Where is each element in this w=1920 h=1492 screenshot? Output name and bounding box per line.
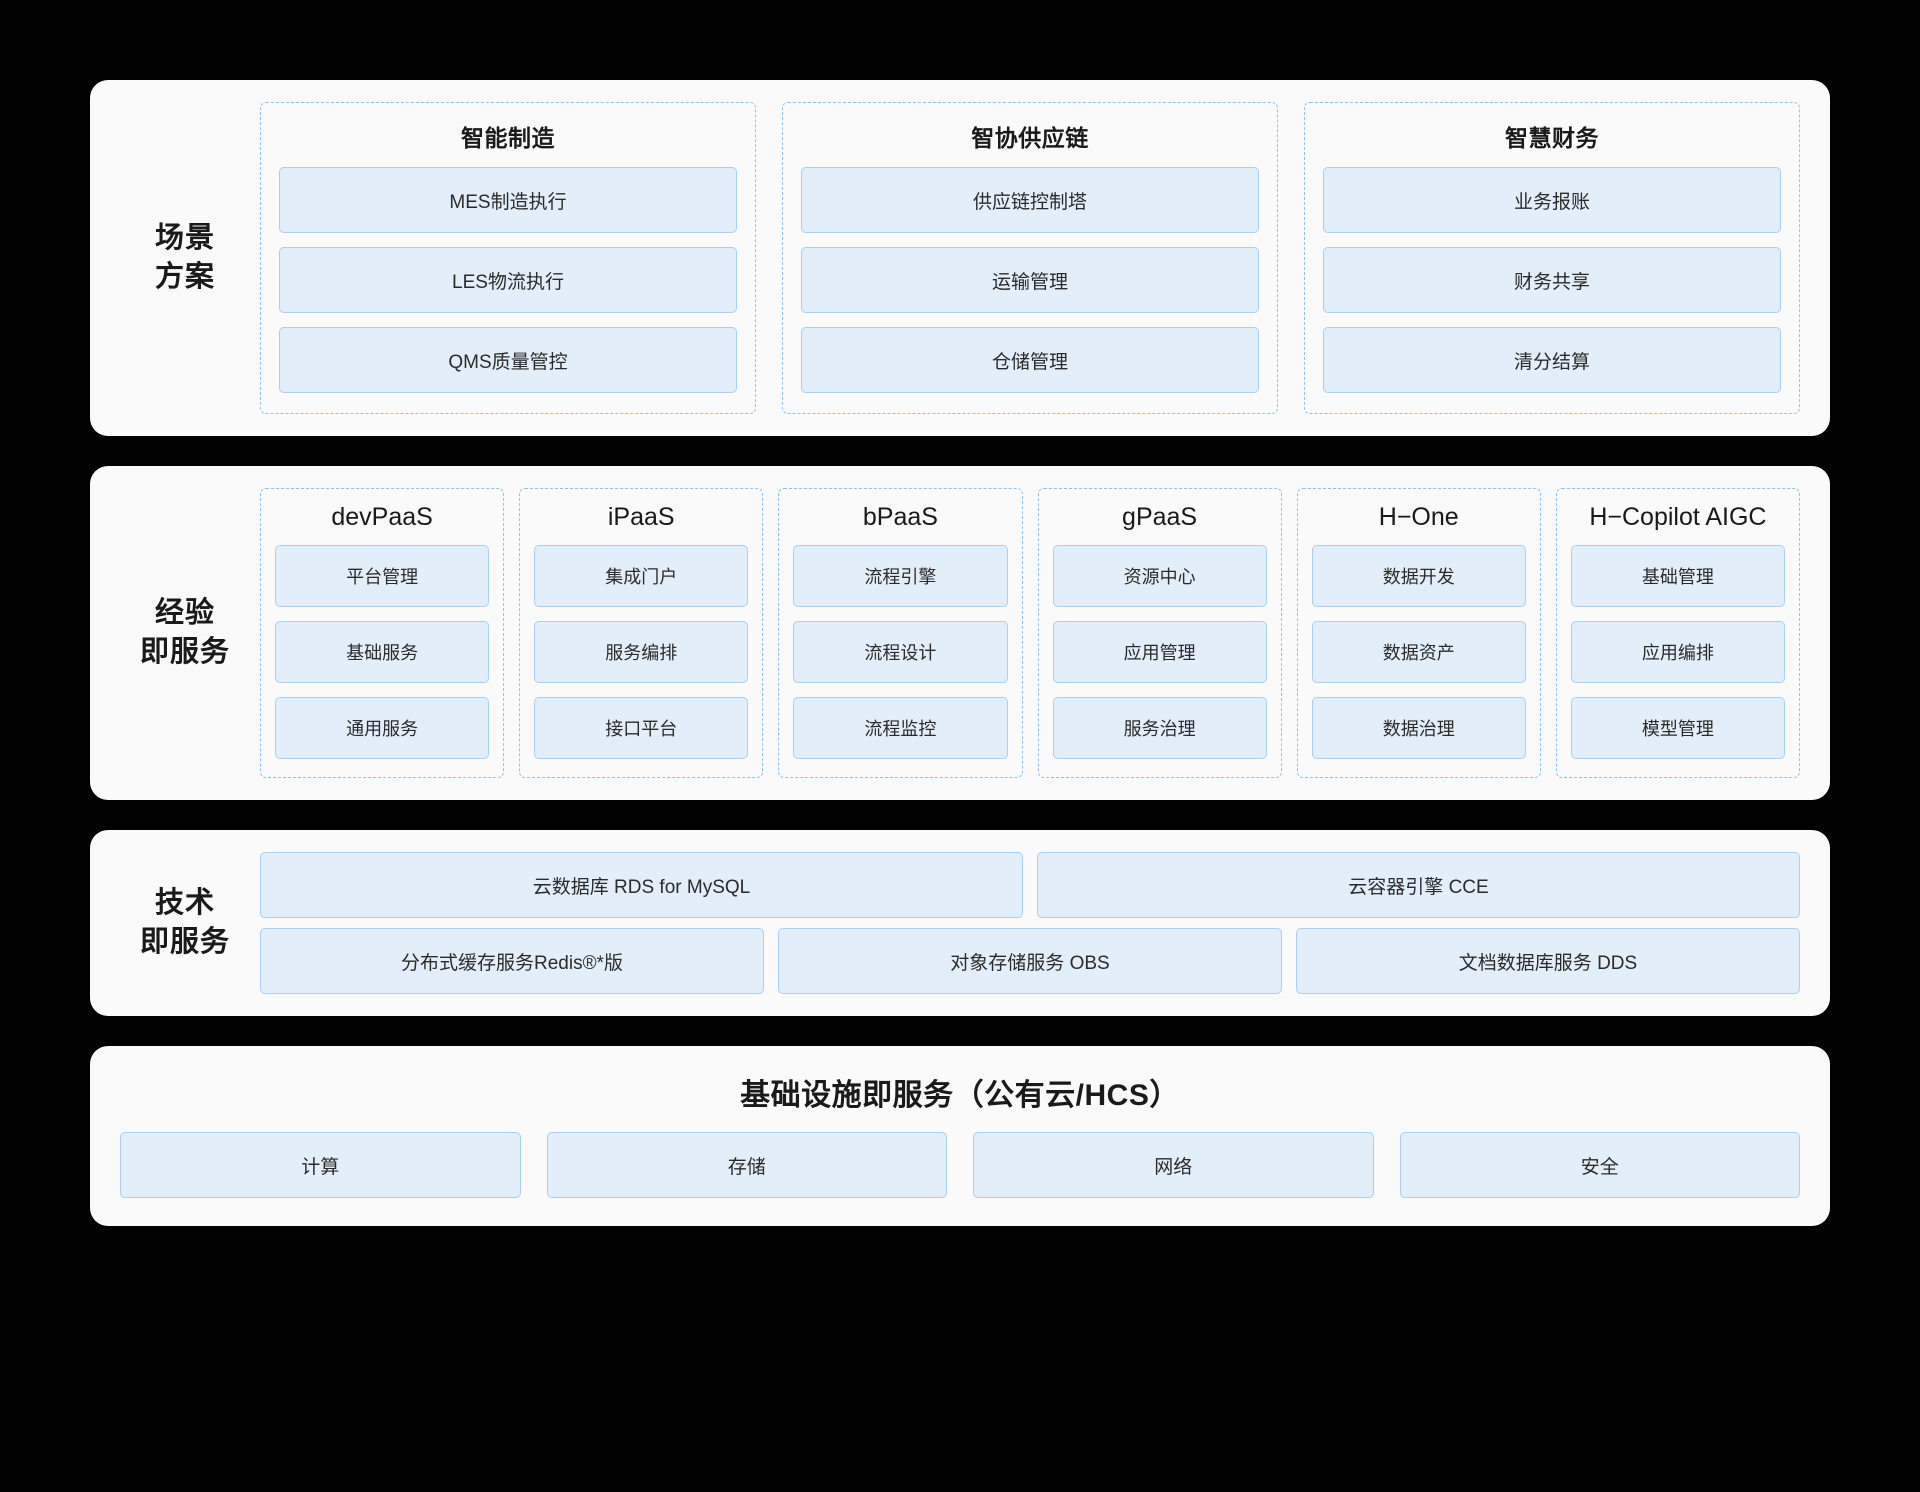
scenario-item[interactable]: 业务报账 [1323,167,1781,233]
technology-item[interactable]: 分布式缓存服务Redis®*版 [260,928,764,994]
group-title: gPaaS [1122,503,1198,531]
scenario-section-body: 智能制造 MES制造执行 LES物流执行 QMS质量管控 智协供应链 供应链控制… [260,102,1800,414]
scenario-columns: 智能制造 MES制造执行 LES物流执行 QMS质量管控 智协供应链 供应链控制… [260,102,1800,414]
paas-item[interactable]: 流程引擎 [793,545,1008,607]
paas-columns: devPaaS 平台管理 基础服务 通用服务 iPaaS 集成门户 服务编排 接… [260,488,1800,778]
scenario-section-label: 场景 方案 [154,221,215,293]
paas-item[interactable]: 服务编排 [534,621,749,683]
paas-group-h-one: H−One 数据开发 数据资产 数据治理 [1296,488,1541,778]
infrastructure-title: 基础设施即服务（公有云/HCS） [740,1079,1180,1112]
group-title: H−Copilot AIGC [1589,503,1767,531]
paas-item[interactable]: 模型管理 [1570,697,1785,759]
paas-item[interactable]: 通用服务 [275,697,490,759]
infrastructure-item[interactable]: 存储 [546,1132,947,1198]
paas-item[interactable]: 资源中心 [1052,545,1267,607]
scenario-item[interactable]: 仓储管理 [801,327,1259,393]
scenario-item[interactable]: 清分结算 [1323,327,1781,393]
paas-group-bpaas: bPaaS 流程引擎 流程设计 流程监控 [778,488,1023,778]
scenario-group-smart-manufacturing: 智能制造 MES制造执行 LES物流执行 QMS质量管控 [260,102,756,414]
infrastructure-section: 基础设施即服务（公有云/HCS） 计算 存储 网络 安全 [90,1046,1830,1226]
paas-item[interactable]: 数据资产 [1311,621,1526,683]
technology-item[interactable]: 对象存储服务 OBS [778,928,1282,994]
technology-row-2: 分布式缓存服务Redis®*版 对象存储服务 OBS 文档数据库服务 DDS [260,928,1800,994]
paas-group-h-copilot-aigc: H−Copilot AIGC 基础管理 应用编排 模型管理 [1555,488,1800,778]
paas-item[interactable]: 应用管理 [1052,621,1267,683]
paas-item[interactable]: 流程监控 [793,697,1008,759]
infrastructure-item[interactable]: 安全 [1399,1132,1800,1198]
paas-item[interactable]: 流程设计 [793,621,1008,683]
paas-group-ipaas: iPaaS 集成门户 服务编排 接口平台 [519,488,764,778]
technology-section-body: 云数据库 RDS for MySQL 云容器引擎 CCE 分布式缓存服务Redi… [260,852,1800,994]
scenario-item[interactable]: 供应链控制塔 [801,167,1259,233]
scenario-group-supply-chain: 智协供应链 供应链控制塔 运输管理 仓储管理 [782,102,1278,414]
experience-section-body: devPaaS 平台管理 基础服务 通用服务 iPaaS 集成门户 服务编排 接… [260,488,1800,778]
scenario-group-smart-finance: 智慧财务 业务报账 财务共享 清分结算 [1304,102,1800,414]
infrastructure-item[interactable]: 网络 [973,1132,1374,1198]
technology-rows: 云数据库 RDS for MySQL 云容器引擎 CCE 分布式缓存服务Redi… [260,852,1800,994]
scenario-item[interactable]: MES制造执行 [279,167,737,233]
paas-item[interactable]: 数据治理 [1311,697,1526,759]
group-title: H−One [1378,503,1459,531]
group-title: 智能制造 [461,125,555,151]
group-title: 智协供应链 [971,125,1089,151]
scenario-item[interactable]: 运输管理 [801,247,1259,313]
paas-item[interactable]: 集成门户 [534,545,749,607]
technology-row-1: 云数据库 RDS for MySQL 云容器引擎 CCE [260,852,1800,918]
technology-section: 技术 即服务 云数据库 RDS for MySQL 云容器引擎 CCE 分布式缓… [90,830,1830,1016]
paas-item[interactable]: 接口平台 [534,697,749,759]
experience-section-label: 经验 即服务 [139,596,230,668]
paas-item[interactable]: 服务治理 [1052,697,1267,759]
experience-section: 经验 即服务 devPaaS 平台管理 基础服务 通用服务 iPaaS 集成门户… [90,466,1830,800]
technology-item[interactable]: 云容器引擎 CCE [1037,852,1800,918]
paas-item[interactable]: 平台管理 [275,545,490,607]
paas-group-devpaas: devPaaS 平台管理 基础服务 通用服务 [260,488,505,778]
infrastructure-item[interactable]: 计算 [120,1132,521,1198]
paas-item[interactable]: 数据开发 [1311,545,1526,607]
paas-item[interactable]: 基础服务 [275,621,490,683]
scenario-item[interactable]: QMS质量管控 [279,327,737,393]
scenario-item[interactable]: LES物流执行 [279,247,737,313]
group-title: bPaaS [862,503,938,531]
infrastructure-columns: 计算 存储 网络 安全 [120,1132,1800,1198]
group-title: iPaaS [607,503,675,531]
technology-item[interactable]: 文档数据库服务 DDS [1296,928,1800,994]
scenario-item[interactable]: 财务共享 [1323,247,1781,313]
paas-item[interactable]: 基础管理 [1570,545,1785,607]
paas-group-gpaas: gPaaS 资源中心 应用管理 服务治理 [1037,488,1282,778]
technology-section-label: 技术 即服务 [139,886,230,958]
scenario-section: 场景 方案 智能制造 MES制造执行 LES物流执行 QMS质量管控 智协供应链… [90,80,1830,436]
group-title: devPaaS [331,503,433,531]
group-title: 智慧财务 [1505,125,1599,151]
technology-item[interactable]: 云数据库 RDS for MySQL [260,852,1023,918]
paas-item[interactable]: 应用编排 [1570,621,1785,683]
